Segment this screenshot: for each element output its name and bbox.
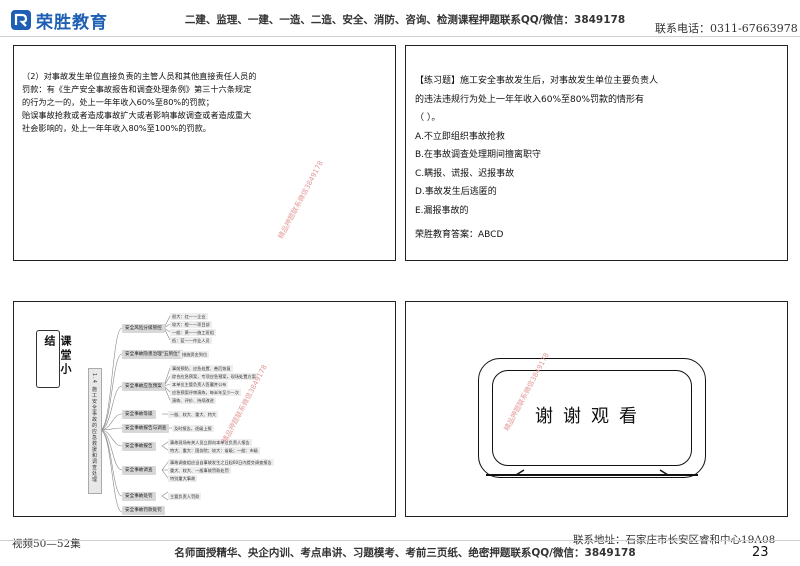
mindmap-leaf: 措施资金到位 [180,351,210,358]
mindmap-leaf: 重大、较大、一般事故罚款处罚 [168,467,231,474]
mindmap-leaf: 一般：黄——施工班组 [170,329,216,336]
footer-promo-text: 名师面授精华、央企内训、考点串讲、习题模考、考前三页纸、绝密押题联系QQ/微信：… [174,547,636,559]
mindmap-root-label: 1.4 施工安全事故的应急救援和调查处理 [91,373,97,483]
exercise-body: 【练习题】施工安全事故发生后，对事故发生单位主要负责人 的违法违规行为处上一年年… [415,72,775,245]
mindmap-branch: 安全风险分级管控 [122,324,165,333]
question-line: 的违法违规行为处上一年年收入60%至80%罚款的情形有 [415,94,645,105]
option-d: D.事故发生后逃匿的 [415,187,497,197]
mindmap-leaf: 特大、重大：国务院；较大：省级；一般：市级 [168,447,260,454]
brand-logo: 荣胜教育 [10,6,130,34]
slide1-body: （2）对事故发生单位直接负责的主管人员和其他直接责任人员的 罚款：有《生产安全事… [22,70,284,135]
footer-video-range: 视频50—52集 [12,538,81,550]
mindmap-leaf: 综合应急预案，专项应急预案，现场处置方案 [170,373,258,380]
slide-thank-you: 谢谢观看 精品押题联系微信3849178 [405,301,788,517]
option-e: E.漏报事故的 [415,205,469,216]
mindmap-leaf: 演练、评价、持续改进 [170,397,216,404]
mindmap-title: 课堂小结 [43,335,72,377]
mindmap-leaf: 事前预防、应急处置、善后恢复 [170,365,233,372]
mindmap-leaf: 低：蓝——作业人员 [170,337,212,344]
page-number: 23 [752,545,769,560]
mindmap-branch: 安全事故应急预案 [122,382,165,391]
mindmap-branch: 安全事故等级 [122,410,156,419]
mindmap-leaf: 主要负责人罚款 [168,493,202,500]
mindmap-branch: 安全事故隐患治理"五到位" [122,350,183,359]
slide-summary-mindmap: 课堂小结 1.4 施工安全事故的应急救援和调查处理 安全风险分级管控 安全事故隐… [13,301,396,517]
mindmap-branch: 安全事故处罚 [122,492,156,501]
mindmap-leaf: 一般、较大、重大、特大 [168,411,219,418]
mindmap-leaf: 很大：红——企业 [170,313,208,320]
option-c: C.瞒报、谎报、迟报事故 [415,168,515,179]
mindmap-branch: 安全事故报告 [122,442,156,451]
question-line: （ ）。 [415,113,441,123]
header-divider [0,36,800,37]
mindmap-leaf: 本单位主管负责人签署并公布 [170,381,229,388]
tv-frame [478,358,706,478]
answer-text: 荣胜教育答案：ABCD [415,230,504,240]
slide1-line: （2）对事故发生单位直接负责的主管人员和其他直接责任人员的 [22,71,257,81]
tv-base [486,474,698,476]
slide1-line: 的行为之一的，处上一年年收入60%至80%的罚款； [22,97,214,107]
mindmap-leaf: 应急预案评审演练，每半年至少一次 [170,389,242,396]
mindmap-branch: 安全事故报告与调查 [122,424,170,433]
slide1-line: 罚款：有《生产安全事故报告和调查处理条例》第三十六条规定 [22,84,252,94]
slide1-line: 社会影响的，处上一年年收入80%至100%的罚款。 [22,123,211,133]
mindmap-leaf: 事故调查组应当自事故发生之日起60日内提交调查报告 [168,459,274,466]
header-phone: 联系电话：0311-67663978 [655,22,798,35]
slide1-line: 贻误事故抢救或者造成事故扩大或者影响事故调查或者造成重大 [22,110,252,120]
tv-stand [515,469,669,476]
thank-you-text: 谢谢观看 [535,406,647,427]
watermark: 精品押题联系微信3849178 [276,159,325,241]
footer-divider [0,540,800,541]
brand-logo-icon [11,10,31,30]
slide-penalty-text: （2）对事故发生单位直接负责的主管人员和其他直接责任人员的 罚款：有《生产安全事… [13,45,396,261]
option-a: A.不立即组织事故抢救 [415,131,505,142]
option-b: B.在事故调查处理期间擅离职守 [415,150,542,160]
tv-screen [492,370,692,466]
brand-name: 荣胜教育 [36,12,108,33]
mindmap-branch: 安全事故罚款处罚 [122,506,165,515]
question-line: 【练习题】施工安全事故发生后，对事故发生单位主要负责人 [415,76,659,86]
mindmap-leaf: 较大：橙——项目部 [170,321,212,328]
header-promo-text: 二建、监理、一建、一造、二造、安全、消防、咨询、检测课程押题联系QQ/微信：38… [184,14,626,26]
mindmap-leaf: 及时报告，逐级上报 [172,425,214,432]
mindmap-root: 1.4 施工安全事故的应急救援和调查处理 [88,368,102,494]
mindmap-leaf: 特别重大事故 [168,475,198,482]
slide-exercise: 【练习题】施工安全事故发生后，对事故发生单位主要负责人 的违法违规行为处上一年年… [405,45,788,261]
mindmap-title-box: 课堂小结 [36,330,72,388]
mindmap-branch: 安全事故调查 [122,466,156,475]
mindmap-leaf: 事故现场有关人员立即向本单位负责人报告 [168,439,252,446]
